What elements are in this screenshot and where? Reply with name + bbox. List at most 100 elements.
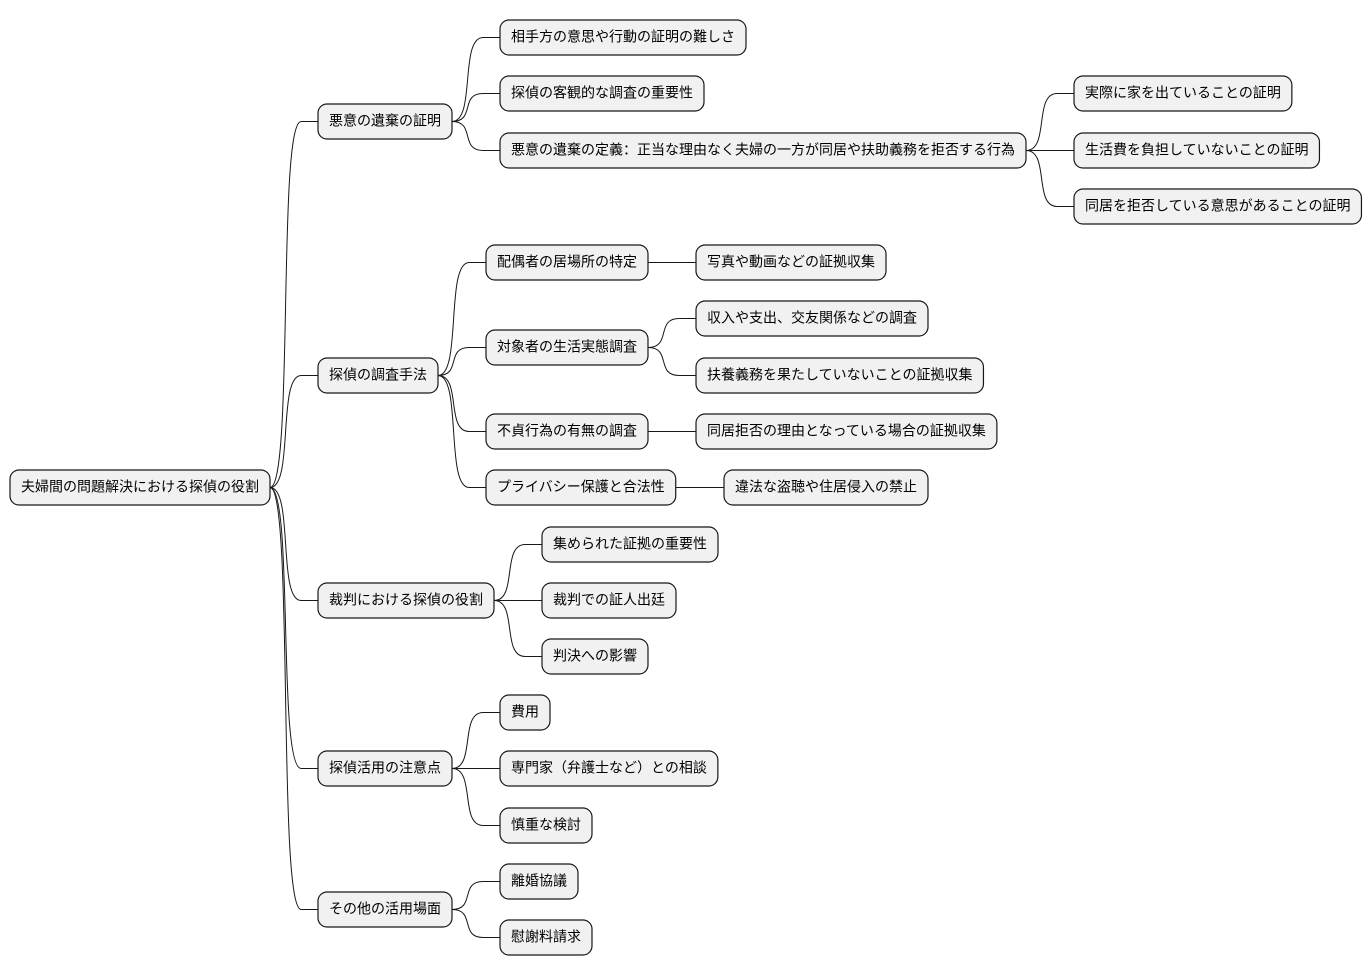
node-box bbox=[499, 863, 579, 900]
node-box bbox=[695, 357, 985, 394]
node-box bbox=[541, 582, 677, 619]
edge-root-n4 bbox=[269, 487, 318, 769]
node-box bbox=[695, 244, 887, 281]
node-box bbox=[499, 750, 719, 787]
mindmap-node-n1c1: 実際に家を出ていることの証明 bbox=[1073, 75, 1293, 112]
mindmap-node-n1c: 悪意の遺棄の定義：正当な理由なく夫婦の一方が同居や扶助義務を拒否する行為 bbox=[499, 132, 1027, 169]
mindmap-node-n2c1: 同居拒否の理由となっている場合の証拠収集 bbox=[695, 413, 998, 450]
node-box bbox=[499, 132, 1027, 169]
node-box bbox=[317, 357, 439, 394]
node-box bbox=[1073, 75, 1293, 112]
node-label: 探偵の客観的な調査の重要性 bbox=[511, 85, 693, 102]
node-label: 悪意の遺棄の定義：正当な理由なく夫婦の一方が同居や扶助義務を拒否する行為 bbox=[511, 142, 1015, 159]
node-box bbox=[541, 526, 719, 563]
node-label: 集められた証拠の重要性 bbox=[553, 536, 707, 553]
mindmap-node-n2b: 対象者の生活実態調査 bbox=[485, 329, 649, 366]
mindmap-node-n2a1: 写真や動画などの証拠収集 bbox=[695, 244, 887, 281]
node-box bbox=[1073, 132, 1321, 169]
node-box bbox=[695, 300, 929, 337]
edge-n2-n2b bbox=[437, 347, 486, 376]
node-label: 実際に家を出ていることの証明 bbox=[1085, 85, 1281, 102]
mindmap-node-n4b: 専門家（弁護士など）との相談 bbox=[499, 750, 719, 787]
node-label: 生活費を負担していないことの証明 bbox=[1085, 143, 1308, 159]
node-label: プライバシー保護と合法性 bbox=[497, 480, 665, 496]
edge-n4-n4a bbox=[451, 712, 500, 769]
edge-root-n1 bbox=[269, 121, 318, 488]
node-label: 同居を拒否している意思があることの証明 bbox=[1085, 198, 1350, 215]
edge-n2b-n2b1 bbox=[647, 318, 696, 348]
mindmap-node-n5a: 離婚協議 bbox=[499, 863, 579, 900]
node-box bbox=[1073, 188, 1363, 225]
mindmap-node-n4c: 慎重な検討 bbox=[499, 807, 593, 844]
mindmap-node-n3c: 判決への影響 bbox=[541, 638, 649, 675]
edge-n2-n2c bbox=[437, 375, 486, 432]
node-label: 不貞行為の有無の調査 bbox=[497, 424, 637, 440]
node-label: 配偶者の居場所の特定 bbox=[497, 255, 637, 271]
edge-n5-n5b bbox=[451, 909, 500, 938]
node-box bbox=[499, 694, 551, 731]
edge-n4-n4c bbox=[451, 768, 500, 826]
node-label: 慎重な検討 bbox=[511, 818, 581, 834]
edge-root-n2 bbox=[269, 375, 318, 488]
node-label: 慰謝料請求 bbox=[511, 929, 581, 946]
mindmap-node-n5b: 慰謝料請求 bbox=[499, 919, 593, 956]
edge-n2-n2d bbox=[437, 375, 486, 488]
node-label: 探偵活用の注意点 bbox=[329, 760, 441, 777]
mindmap-node-n2d: プライバシー保護と合法性 bbox=[485, 469, 677, 506]
edge-n2-n2a bbox=[437, 262, 486, 376]
edge-n3-n3c bbox=[493, 600, 542, 657]
mindmap-node-n1b: 探偵の客観的な調査の重要性 bbox=[499, 75, 705, 112]
node-label: 収入や支出、交友関係などの調査 bbox=[707, 310, 917, 327]
mindmap-node-n2: 探偵の調査手法 bbox=[317, 357, 439, 394]
node-label: 費用 bbox=[511, 705, 539, 721]
node-box bbox=[485, 413, 649, 450]
node-label: 扶養義務を果たしていないことの証拠収集 bbox=[707, 367, 972, 384]
node-box bbox=[541, 638, 649, 675]
node-label: その他の活用場面 bbox=[329, 902, 441, 918]
node-box bbox=[485, 469, 677, 506]
mindmap-node-n2c: 不貞行為の有無の調査 bbox=[485, 413, 649, 450]
mindmap-node-n1c2: 生活費を負担していないことの証明 bbox=[1073, 132, 1321, 169]
mindmap-node-n2d1: 違法な盗聴や住居侵入の禁止 bbox=[723, 469, 929, 506]
node-label: 探偵の調査手法 bbox=[329, 368, 427, 384]
edge-n1-n1a bbox=[451, 37, 500, 122]
node-label: 判決への影響 bbox=[553, 648, 637, 665]
node-box bbox=[485, 244, 649, 281]
node-label: 離婚協議 bbox=[511, 873, 567, 890]
mindmap-node-n2a: 配偶者の居場所の特定 bbox=[485, 244, 649, 281]
node-box bbox=[499, 75, 705, 112]
edge-n1-n1c bbox=[451, 121, 500, 151]
mindmap-node-n1: 悪意の遺棄の証明 bbox=[317, 103, 453, 140]
edge-n2b-n2b2 bbox=[647, 347, 696, 376]
mindmap-node-n1c3: 同居を拒否している意思があることの証明 bbox=[1073, 188, 1363, 225]
node-box bbox=[499, 807, 593, 844]
edge-root-n3 bbox=[269, 487, 318, 601]
edge-n1c-n1c3 bbox=[1025, 150, 1074, 207]
node-label: 夫婦間の問題解決における探偵の役割 bbox=[21, 479, 259, 496]
node-label: 専門家（弁護士など）との相談 bbox=[511, 760, 707, 777]
mindmap-node-n3a: 集められた証拠の重要性 bbox=[541, 526, 719, 563]
mindmap-node-n2b1: 収入や支出、交友関係などの調査 bbox=[695, 300, 929, 337]
mindmap-node-n1a: 相手方の意思や行動の証明の難しさ bbox=[499, 19, 747, 56]
edge-root-n5 bbox=[269, 487, 318, 910]
node-label: 写真や動画などの証拠収集 bbox=[707, 254, 875, 271]
edge-n5-n5a bbox=[451, 881, 500, 910]
node-box bbox=[499, 19, 747, 56]
mindmap-node-n4a: 費用 bbox=[499, 694, 551, 731]
mindmap-nodes: 夫婦間の問題解決における探偵の役割 悪意の遺棄の証明 相手方の意思や行動の証明の難し… bbox=[9, 19, 1363, 956]
node-box bbox=[317, 103, 453, 140]
node-box bbox=[317, 582, 495, 619]
mindmap-node-n3: 裁判における探偵の役割 bbox=[317, 582, 495, 619]
edge-n1-n1b bbox=[451, 93, 500, 122]
node-box bbox=[723, 469, 929, 506]
node-box bbox=[317, 750, 453, 787]
node-label: 同居拒否の理由となっている場合の証拠収集 bbox=[707, 423, 986, 440]
edge-n1c-n1c1 bbox=[1025, 93, 1074, 151]
edge-n3-n3a bbox=[493, 544, 542, 601]
node-label: 対象者の生活実態調査 bbox=[497, 340, 637, 356]
mindmap-node-n2b2: 扶養義務を果たしていないことの証拠収集 bbox=[695, 357, 985, 394]
node-box bbox=[317, 891, 453, 928]
node-box bbox=[485, 329, 649, 366]
node-label: 悪意の遺棄の証明 bbox=[329, 113, 441, 130]
